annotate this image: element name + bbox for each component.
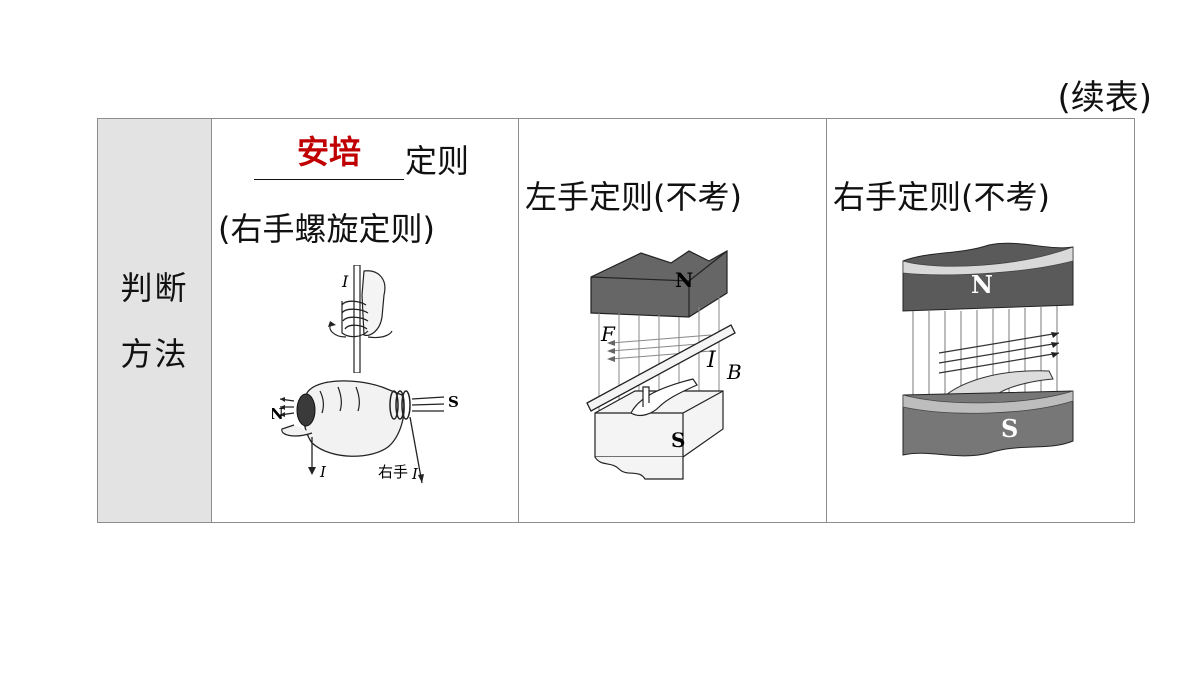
right-hand-label: 右手: [378, 463, 408, 481]
right-n-label: N: [971, 270, 993, 299]
right-hand-rule-cell: 右手定则(不考): [826, 118, 1135, 523]
solenoid-n-label: N: [272, 405, 284, 423]
solenoid-current-label-1: I: [319, 463, 327, 481]
solenoid-figure: N S I 右手 I: [272, 380, 459, 484]
rule-table: 判断方法 安培 定则 (右手螺旋定则) I: [97, 118, 1135, 523]
right-s-label: S: [1001, 414, 1018, 443]
solenoid-current-label-2: I: [411, 465, 419, 483]
straight-wire-figure: I: [328, 265, 393, 373]
left-hand-rule-title: 左手定则(不考): [525, 178, 742, 216]
left-hand-rule-figure: N F I B S: [586, 249, 742, 480]
left-n-label: N: [675, 268, 693, 292]
row-label: 判断方法: [120, 268, 189, 373]
ampere-rule-cell: 安培 定则 (右手螺旋定则) I: [211, 118, 519, 523]
solenoid-s-label: S: [448, 393, 459, 411]
answer-blank: 安培: [254, 127, 404, 180]
left-s-label: S: [671, 428, 685, 452]
straight-current-label: I: [341, 272, 349, 291]
answer-text: 安培: [296, 133, 361, 171]
continued-label: (续表): [1057, 78, 1152, 118]
left-hand-rule-cell: 左手定则(不考): [518, 118, 827, 523]
row-header-cell: 判断方法: [97, 118, 212, 523]
current-label: I: [706, 348, 717, 373]
right-hand-rule-title: 右手定则(不考): [833, 178, 1050, 216]
rule-subnote: (右手螺旋定则): [218, 210, 435, 248]
rule-suffix: 定则: [405, 142, 470, 180]
force-label: F: [600, 322, 616, 346]
table-row: 判断方法 安培 定则 (右手螺旋定则) I: [97, 118, 1135, 523]
field-label: B: [726, 360, 742, 384]
right-hand-rule-figure: N S: [902, 242, 1074, 457]
